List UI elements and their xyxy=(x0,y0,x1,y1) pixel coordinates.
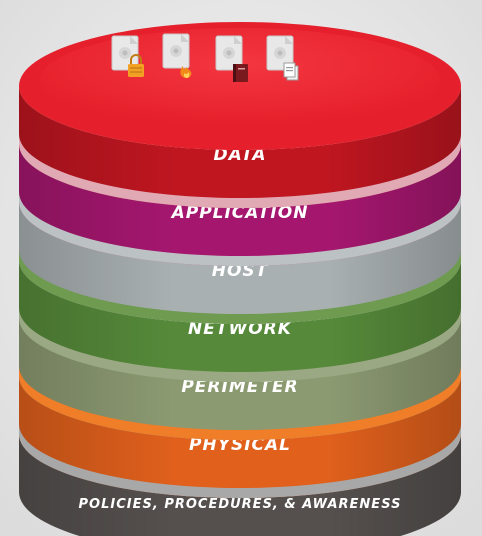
layer-application-lip xyxy=(19,192,461,266)
layer-physical-lip xyxy=(19,424,461,498)
copied-document-icon xyxy=(266,35,299,81)
top-surface xyxy=(19,22,461,150)
layer-perimeter-shade xyxy=(19,318,461,440)
layer-data-lip xyxy=(19,134,461,208)
layer-physical-shade xyxy=(19,376,461,498)
layer-network: NETWORK xyxy=(19,260,461,382)
layer-application-shade xyxy=(19,144,461,266)
layer-application: APPLICATION xyxy=(19,144,461,266)
layer-host-lip xyxy=(19,250,461,324)
layer-application-label: APPLICATION xyxy=(170,203,309,223)
layer-network-label: NETWORK xyxy=(188,319,293,339)
layer-policies-shade xyxy=(19,434,461,536)
layer-policies: POLICIES, PROCEDURES, & AWARENESS xyxy=(19,434,461,536)
burning-document-icon xyxy=(162,33,192,78)
layer-data: DATA xyxy=(19,86,461,208)
layer-host: HOST xyxy=(19,202,461,324)
layer-physical-label: PHYSICAL xyxy=(189,435,291,455)
book-document-icon xyxy=(215,35,248,82)
layer-policies-label: POLICIES, PROCEDURES, & AWARENESS xyxy=(79,497,402,512)
layer-perimeter-label: PERIMETER xyxy=(181,377,298,397)
layer-perimeter-lip xyxy=(19,366,461,440)
locked-document-icon xyxy=(111,35,144,77)
layer-host-shade xyxy=(19,202,461,324)
layer-data-shade xyxy=(19,86,461,208)
layer-data-label: DATA xyxy=(213,145,266,165)
layer-stack: POLICIES, PROCEDURES, & AWARENESS PHYSICA… xyxy=(19,86,461,536)
layer-physical: PHYSICAL xyxy=(19,376,461,498)
layer-network-lip xyxy=(19,308,461,382)
layer-perimeter: PERIMETER xyxy=(19,318,461,440)
layer-network-shade xyxy=(19,260,461,382)
layer-host-label: HOST xyxy=(212,261,269,281)
